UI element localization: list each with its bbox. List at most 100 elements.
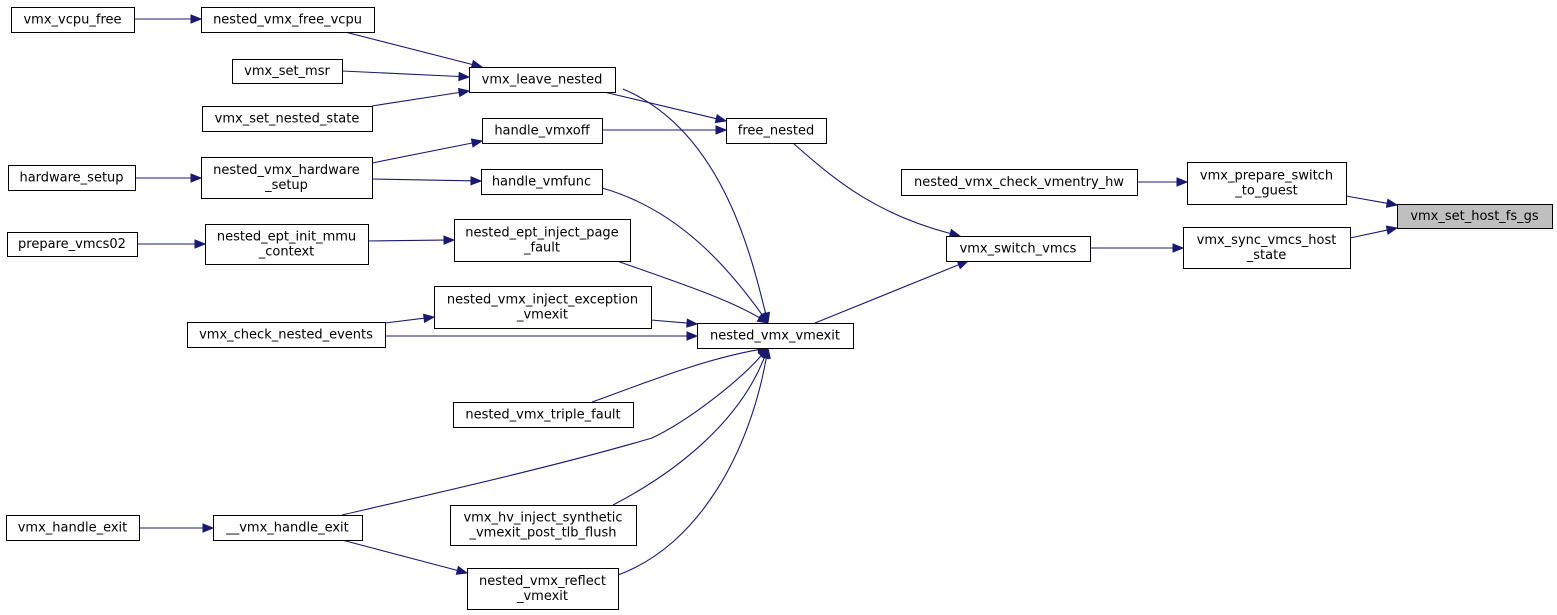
node-vmx_prepare_switch_to_guest[interactable]: vmx_prepare_switch_to_guest	[1187, 162, 1347, 205]
node-label: nested_vmx_inject_exception	[447, 293, 638, 308]
node-label: vmx_hv_inject_synthetic	[463, 511, 622, 526]
edge-arrowhead	[190, 173, 203, 183]
node-label: nested_vmx_vmexit	[710, 329, 840, 344]
node-label: _vmexit	[516, 308, 568, 323]
edge-hardware_setup-to-nested_vmx_hardware_setup	[135, 173, 203, 183]
edge-arrowhead	[714, 113, 728, 124]
edge-line	[591, 349, 759, 403]
node-nested_vmx_vmexit[interactable]: nested_vmx_vmexit	[697, 323, 854, 349]
node-box	[1187, 162, 1347, 205]
node-label: vmx_leave_nested	[482, 73, 603, 88]
node-label: _state	[1246, 248, 1286, 263]
node-vmx_hv_inject_synthetic_vmexit_post_tlb_flush[interactable]: vmx_hv_inject_synthetic_vmexit_post_tlb_…	[450, 505, 637, 546]
node-label: _to_guest	[1234, 184, 1297, 199]
edge-vmx_sync_vmcs_host_state-to-vmx_set_host_fs_gs	[1349, 225, 1399, 239]
node-box	[7, 232, 138, 257]
node-box	[1397, 204, 1553, 229]
edge-line	[341, 355, 762, 516]
edge-nested_vmx_vmexit-to-vmx_switch_vmcs	[814, 260, 970, 324]
node-label: _fault	[523, 241, 560, 256]
node-prepare_vmcs02[interactable]: prepare_vmcs02	[7, 232, 138, 257]
edge-arrowhead	[956, 260, 970, 270]
node-nested_vmx_triple_fault[interactable]: nested_vmx_triple_fault	[453, 402, 634, 428]
node-label: handle_vmfunc	[492, 175, 591, 190]
node-label: vmx_vcpu_free	[23, 13, 121, 28]
edge-arrowhead	[470, 138, 484, 148]
edge-line	[617, 357, 767, 576]
node-nested_vmx_hardware_setup[interactable]: nested_vmx_hardware_setup	[201, 157, 373, 199]
edge-arrowhead	[1172, 243, 1185, 253]
node-nested_vmx_free_vcpu[interactable]: nested_vmx_free_vcpu	[201, 7, 375, 33]
node-vmx_check_nested_events[interactable]: vmx_check_nested_events	[187, 322, 386, 348]
edge-arrowhead	[470, 176, 483, 186]
edge-line	[1349, 229, 1388, 239]
node-nested_ept_init_mmu_context[interactable]: nested_ept_init_mmu_context	[205, 224, 369, 265]
edge-arrowhead	[756, 313, 770, 324]
node-vmx_set_nested_state[interactable]: vmx_set_nested_state	[202, 106, 373, 132]
node-label: nested_vmx_reflect	[479, 574, 606, 589]
edge-vmx_switch_vmcs-to-vmx_sync_vmcs_host_state	[1090, 243, 1185, 253]
edge-nested_vmx_hardware_setup-to-handle_vmxoff	[371, 138, 484, 164]
edge-line	[616, 260, 760, 319]
edge-line	[371, 91, 460, 107]
edge-line	[612, 357, 765, 506]
edge-arrowhead	[715, 125, 728, 135]
edge-handle_vmxoff-to-free_nested	[602, 125, 728, 135]
node-vmx_switch_vmcs[interactable]: vmx_switch_vmcs	[946, 236, 1091, 262]
node-vmx_set_msr[interactable]: vmx_set_msr	[232, 59, 343, 84]
edge-vmx_leave_nested-to-free_nested	[603, 91, 728, 124]
node-vmx_leave_nested[interactable]: vmx_leave_nested	[469, 67, 616, 93]
node-label: _vmexit_post_tlb_flush	[468, 526, 616, 541]
node-box	[469, 67, 616, 93]
node-label: vmx_switch_vmcs	[960, 242, 1077, 257]
node-vmx_sync_vmcs_host_state[interactable]: vmx_sync_vmcs_host_state	[1183, 227, 1351, 269]
edge-arrowhead	[443, 235, 456, 245]
edge-vmx_vcpu_free-to-nested_vmx_free_vcpu	[134, 14, 203, 24]
edge-line	[341, 70, 460, 78]
node-label: vmx_set_host_fs_gs	[1410, 209, 1539, 224]
node-label: handle_vmxoff	[494, 124, 590, 139]
node-box	[454, 219, 631, 262]
edge-arrowhead	[458, 71, 471, 82]
node-vmx_handle_exit[interactable]: vmx_handle_exit	[6, 515, 140, 541]
node-vmx_set_host_fs_gs[interactable]: vmx_set_host_fs_gs	[1397, 204, 1553, 229]
node-nested_vmx_check_vmentry_hw[interactable]: nested_vmx_check_vmentry_hw	[901, 169, 1138, 196]
edge-arrowhead	[1385, 225, 1399, 235]
node-label: nested_ept_init_mmu	[217, 230, 356, 245]
edge-arrowhead	[455, 565, 469, 575]
node-label: nested_vmx_triple_fault	[465, 408, 620, 423]
edge-vmx_set_nested_state-to-vmx_leave_nested	[371, 87, 471, 107]
node-box	[901, 169, 1138, 196]
edge-line	[1345, 195, 1388, 204]
node-handle_vmxoff[interactable]: handle_vmxoff	[482, 118, 603, 144]
edge-nested_ept_inject_page_fault-to-nested_vmx_vmexit	[616, 260, 770, 324]
edge-line	[603, 91, 717, 120]
edge-line	[367, 239, 445, 242]
edge-__vmx_handle_exit-to-nested_vmx_reflect_vmexit	[341, 539, 469, 575]
node-__vmx_handle_exit[interactable]: __vmx_handle_exit	[213, 515, 363, 541]
edge-line	[814, 264, 959, 324]
node-vmx_vcpu_free[interactable]: vmx_vcpu_free	[11, 7, 135, 33]
edge-arrowhead	[686, 318, 699, 328]
node-label: __vmx_handle_exit	[225, 521, 349, 536]
edge-arrowhead	[457, 87, 471, 98]
edge-line	[601, 187, 763, 316]
edge-line	[344, 31, 473, 66]
edge-nested_vmx_reflect_vmexit-to-nested_vmx_vmexit	[617, 346, 771, 576]
node-hardware_setup[interactable]: hardware_setup	[8, 165, 136, 191]
node-nested_vmx_inject_exception_vmexit[interactable]: nested_vmx_inject_exception_vmexit	[434, 286, 652, 329]
node-label: free_nested	[738, 124, 815, 139]
edge-line	[650, 319, 688, 324]
edge-line	[384, 317, 425, 324]
node-free_nested[interactable]: free_nested	[726, 118, 827, 144]
node-nested_vmx_reflect_vmexit[interactable]: nested_vmx_reflect_vmexit	[467, 568, 619, 610]
edge-line	[371, 178, 472, 182]
node-label: _vmexit	[516, 589, 568, 604]
node-nested_ept_inject_page_fault[interactable]: nested_ept_inject_page_fault	[454, 219, 631, 262]
edge-line	[341, 539, 458, 571]
edge-nested_vmx_check_vmentry_hw-to-vmx_prepare_switch_to_guest	[1137, 177, 1189, 187]
node-box	[482, 118, 603, 144]
node-label: vmx_set_nested_state	[215, 112, 360, 127]
edge-line	[792, 142, 951, 235]
node-handle_vmfunc[interactable]: handle_vmfunc	[481, 169, 603, 195]
